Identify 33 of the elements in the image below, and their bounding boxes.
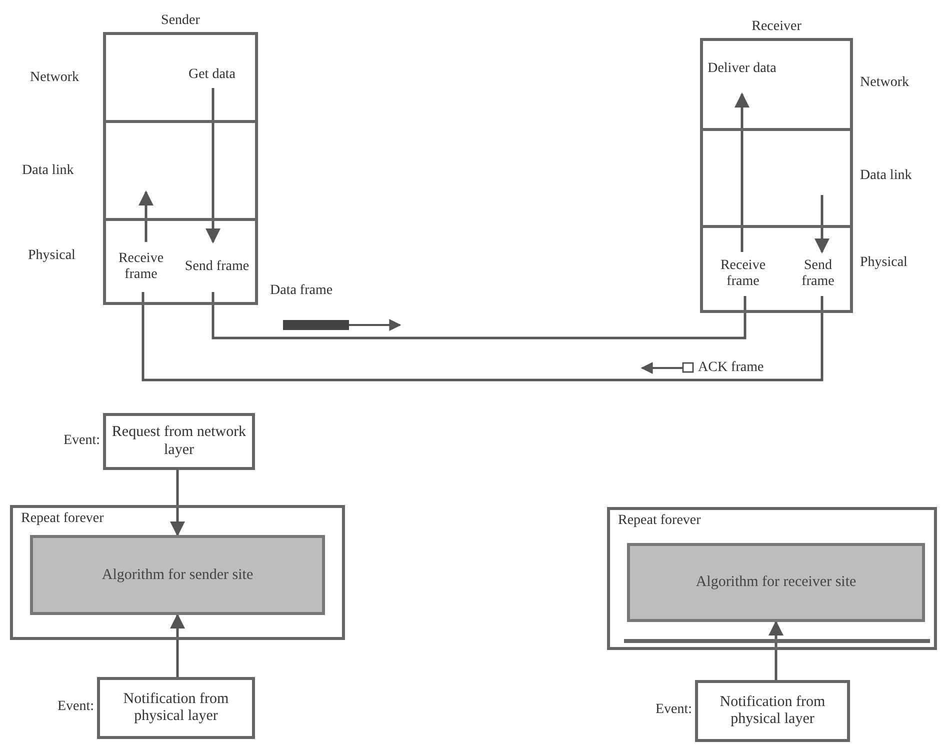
stack-heading: Receiver — [752, 19, 802, 35]
layer-action-text: Receive frame — [706, 252, 780, 296]
layer-action-text: Send frame — [182, 242, 252, 292]
layer-action-text: Receive frame — [110, 242, 172, 292]
layer-name: Physical — [860, 255, 908, 271]
layer-action-text: Deliver data — [706, 44, 778, 94]
arrow — [814, 195, 830, 254]
event-tag: Event: — [655, 702, 692, 718]
event-box: Notification from physical layer — [695, 680, 850, 742]
arrow — [734, 92, 750, 252]
loop-heading: Repeat forever — [21, 511, 104, 527]
algorithm-box: Algorithm for receiver site — [627, 543, 925, 622]
layer-name: Physical — [28, 248, 76, 264]
layer-name: Data link — [22, 163, 74, 179]
layer-action-text: Get data — [172, 62, 252, 88]
layer-name: Data link — [860, 168, 912, 184]
algorithm-box: Algorithm for sender site — [30, 535, 325, 615]
loop-box — [607, 507, 937, 650]
arrow — [768, 620, 784, 680]
layer-action-text: Send frame — [788, 252, 848, 296]
event-box: Notification from physical layer — [97, 677, 255, 739]
loop-box — [10, 505, 345, 640]
arrow — [206, 88, 220, 244]
stack-heading: Sender — [161, 13, 200, 29]
layer-name: Network — [30, 70, 79, 86]
arrow — [170, 470, 185, 536]
arrow — [170, 614, 185, 677]
event-tag: Event: — [57, 699, 94, 715]
event-box: Request from network layer — [103, 413, 255, 470]
arrow — [138, 190, 154, 242]
layer-name: Network — [860, 75, 909, 91]
loop-heading: Repeat forever — [618, 513, 701, 529]
event-tag: Event: — [63, 432, 100, 448]
